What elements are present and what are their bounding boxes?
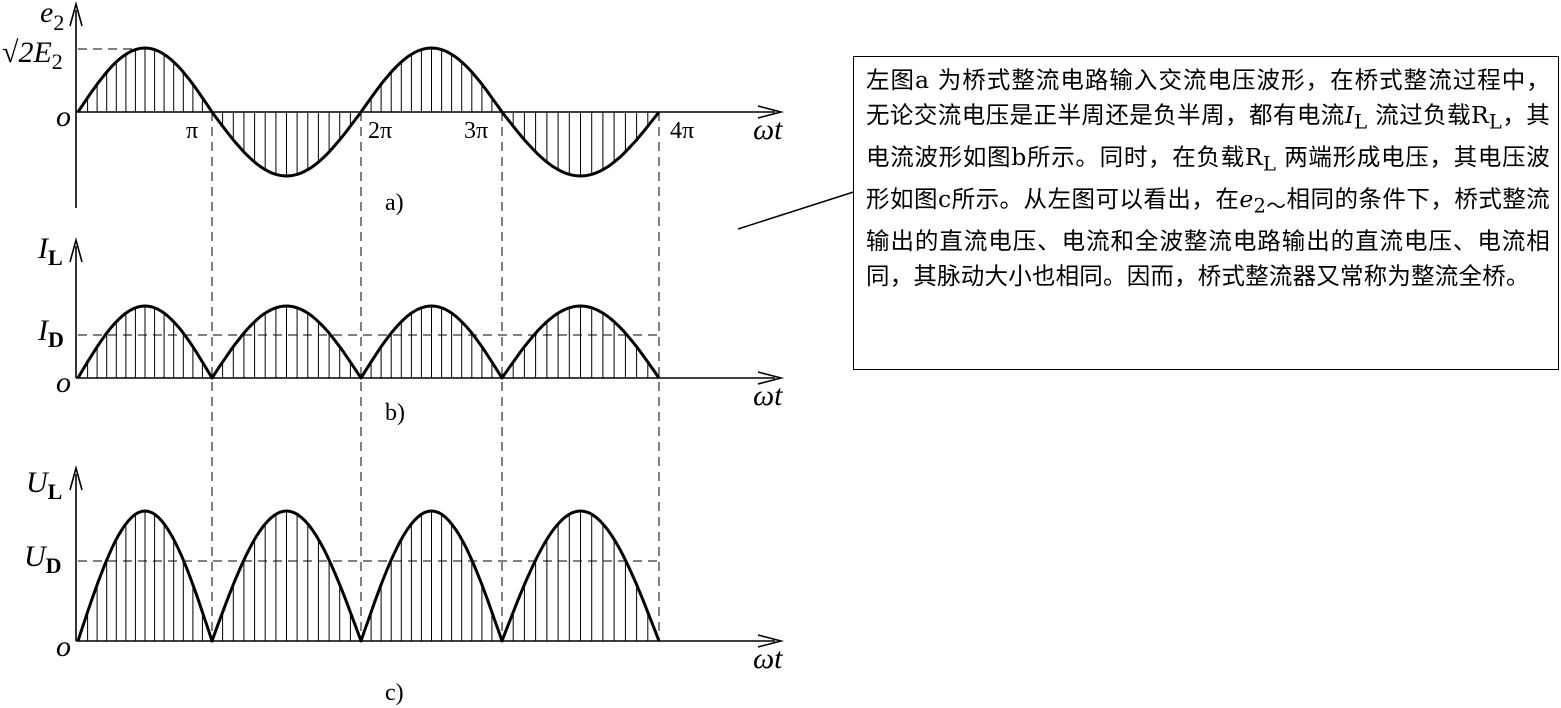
x-axis-label-a: ωt <box>753 113 783 146</box>
explanation-note-box: 左图a 为桥式整流电路输入交流电压波形，在桥式整流过程中，无论交流电压是正半周还… <box>853 56 1559 370</box>
note-text-5: 相同的条件下，桥式整流输出的直流电压、电流和全波整流电路输出的直流电压、电流相同… <box>866 184 1550 290</box>
x-axis-label-c: ωt <box>753 642 783 675</box>
x-axis-label-b: ωt <box>753 379 783 412</box>
tick-label-4pi: 4π <box>670 118 694 144</box>
y-axis-label-b: IL <box>37 232 63 270</box>
note-text-2: 流过负载R <box>1367 100 1489 129</box>
y-axis-b-arrow <box>69 236 83 263</box>
y-axis-c-arrow <box>69 464 83 491</box>
panel-b-load-current: IL ID o ωt b) <box>37 232 785 426</box>
origin-label-c: o <box>56 630 71 663</box>
waveform-b-rectified <box>76 304 661 380</box>
caption-b: b) <box>385 400 405 426</box>
callout-leader-line <box>737 187 867 230</box>
y-axis-label-a: e2 <box>40 0 64 35</box>
note-symbol-rl-sub-1: L <box>1488 110 1503 134</box>
note-text-1: 左图a 为桥式整流电路输入交流电压波形，在桥式整流过程中，无论交流电压是正半周还… <box>866 66 1550 129</box>
note-text-4: 两端形成电压，其电压波形如图c所示。从左图可以看出，在 <box>866 142 1550 213</box>
note-text-3: ，其电流波形如图b所示。同时，在负载R <box>866 100 1550 171</box>
vertical-period-guides <box>211 112 660 641</box>
average-level-label-c: UD <box>24 540 62 578</box>
tick-label-3pi: 3π <box>464 118 488 144</box>
x-axis-a-arrow <box>757 105 785 119</box>
panel-c-load-voltage: UL UD o ωt c) <box>24 464 785 706</box>
peak-level-label-a: √2E2 <box>2 36 63 74</box>
y-axis-label-c: UL <box>26 466 62 504</box>
tick-label-2pi: 2π <box>368 118 392 144</box>
waveform-c-rectified <box>76 509 661 643</box>
origin-label-a: o <box>56 100 71 133</box>
x-axis-c-arrow <box>757 634 785 648</box>
note-symbol-il: I <box>1344 100 1355 129</box>
note-symbol-il-sub: L <box>1354 110 1368 134</box>
caption-c: c) <box>385 680 404 706</box>
note-symbol-e2-sub: 2～ <box>1253 194 1287 218</box>
y-axis-a-arrow <box>69 0 83 27</box>
panel-a-input-voltage: e2 √2E2 o ωt π 2π 3π 4π a) <box>2 0 785 216</box>
hatch-a <box>87 48 649 176</box>
x-axis-b-arrow <box>757 371 785 385</box>
note-symbol-e2: e <box>1239 184 1254 213</box>
hatch-c <box>87 511 649 641</box>
tick-label-pi: π <box>186 118 198 144</box>
origin-label-b: o <box>56 366 71 399</box>
hatch-b <box>87 306 649 378</box>
average-level-label-b: ID <box>37 314 64 352</box>
caption-a: a) <box>385 190 404 216</box>
note-symbol-rl-sub-2: L <box>1262 152 1277 176</box>
